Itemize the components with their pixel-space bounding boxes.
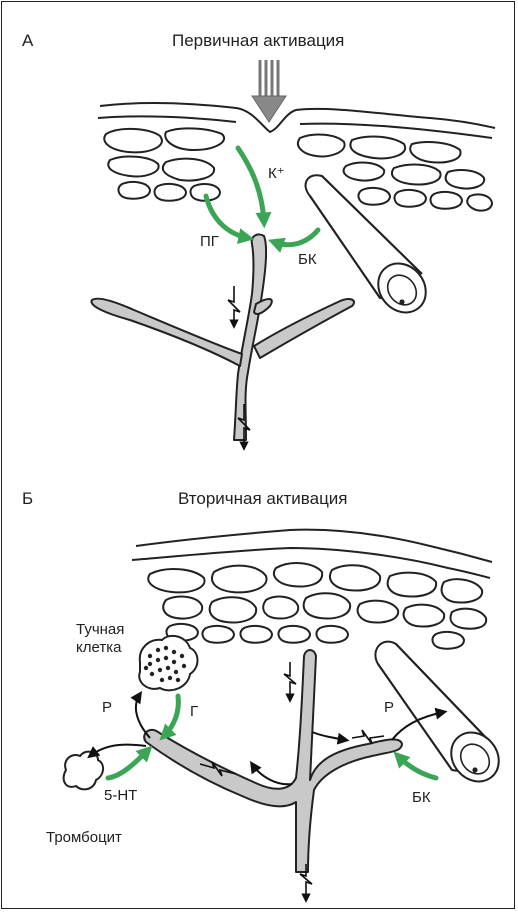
p-arrow-to-platelet: [90, 745, 146, 756]
bk-arrow-b: [398, 756, 436, 778]
mast-cell-icon: [139, 636, 197, 690]
bk-arrow-a: [274, 230, 318, 245]
label-mast-cell-line2: клетка: [76, 639, 122, 656]
label-bk-a: БК: [298, 251, 317, 268]
label-mast-cell-line1: Тучная: [76, 621, 124, 638]
green-arrows-a: [206, 148, 318, 245]
retrograde-arrow: [252, 764, 292, 784]
label-p-right: Р: [384, 699, 394, 716]
histamine-arrow: [164, 696, 178, 736]
panel-a-title: Первичная активация: [172, 31, 344, 50]
label-bk-b: БК: [412, 789, 431, 806]
platelet-icon: [64, 752, 103, 790]
label-pg: ПГ: [200, 233, 219, 250]
label-g: Г: [190, 703, 198, 720]
label-serotonin: 5-НТ: [104, 787, 137, 804]
panel-b-title: Вторичная активация: [178, 489, 348, 508]
tissue-cells-b: [148, 563, 486, 649]
label-p-left: Р: [102, 699, 112, 716]
skin-surface-b: [136, 530, 492, 562]
stimulus-arrow-icon: [252, 60, 286, 122]
panel-a-letter: A: [22, 31, 34, 50]
blood-vessel-b: [375, 642, 508, 791]
panel-b-letter: Б: [22, 489, 33, 508]
label-platelet: Тромбоцит: [46, 829, 122, 846]
serotonin-arrow: [108, 750, 148, 778]
tissue-cells-a: [104, 128, 492, 210]
branch-arrow: [312, 732, 346, 740]
k-plus-arrow: [238, 148, 264, 222]
pg-arrow: [206, 196, 248, 238]
label-k-plus: К⁺: [268, 165, 285, 182]
